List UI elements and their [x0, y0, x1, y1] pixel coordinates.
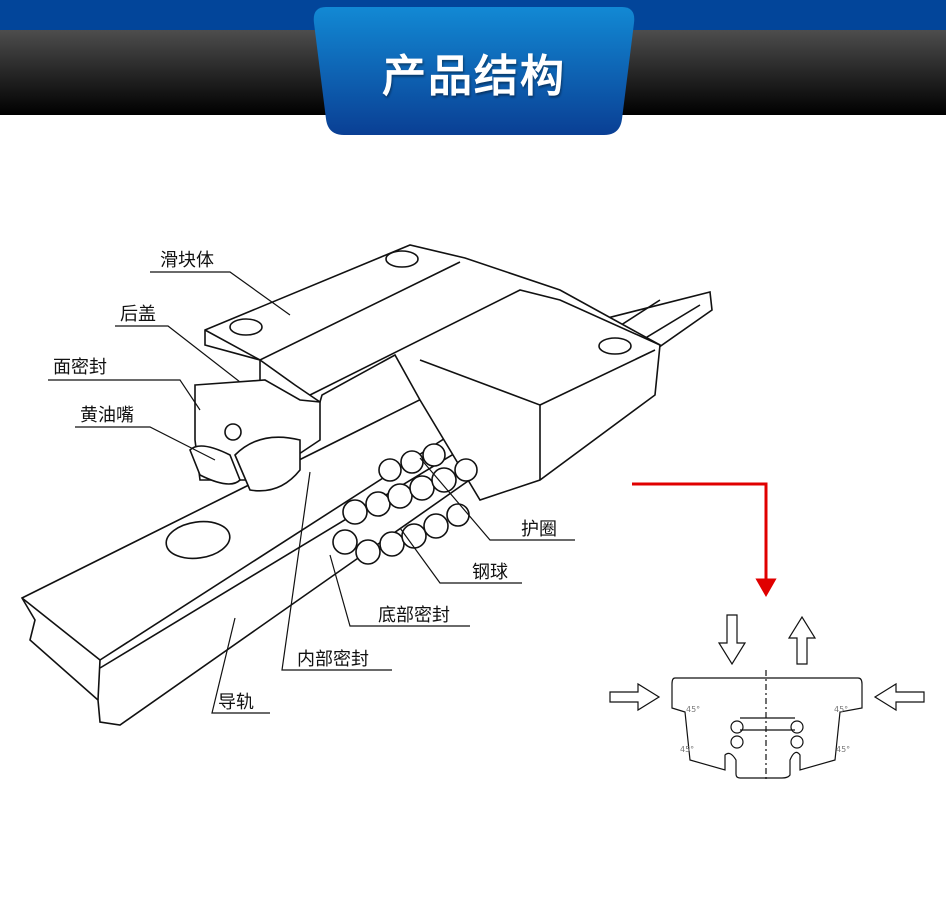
label-bottom-seal: 底部密封	[378, 605, 450, 626]
label-retainer: 护圈	[521, 519, 557, 540]
leader-lines	[48, 271, 575, 714]
label-grease-nipple: 黄油嘴	[80, 405, 134, 426]
label-face-seal: 面密封	[53, 357, 107, 378]
steel-balls	[332, 443, 478, 565]
red-arrow	[632, 482, 777, 598]
angle-label-top-right: 45°	[834, 705, 849, 714]
load-direction-diagram	[609, 614, 925, 782]
title-tab	[313, 7, 635, 135]
angle-label-top-left: 45°	[686, 705, 701, 714]
block-shape	[189, 244, 661, 501]
page-title: 产品结构	[382, 51, 566, 102]
angle-label-bottom-left: 45°	[680, 745, 695, 754]
label-rear-cover: 后盖	[120, 304, 156, 325]
label-slider-body: 滑块体	[160, 250, 214, 271]
label-steel-ball: 钢球	[472, 562, 508, 583]
angle-label-bottom-right: 45°	[836, 745, 851, 754]
label-inner-seal: 内部密封	[297, 649, 369, 670]
label-rail: 导轨	[218, 692, 254, 713]
